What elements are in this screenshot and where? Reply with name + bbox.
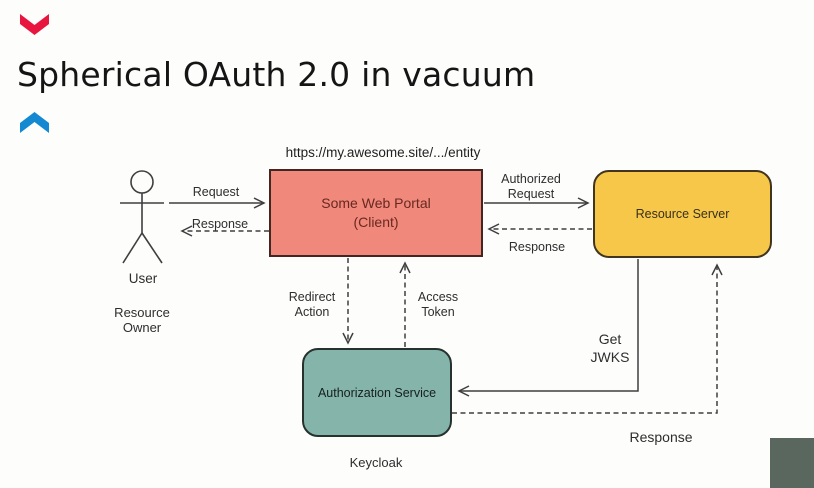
- chevron-down-icon: [20, 14, 49, 35]
- get-jwks-label: Get JWKS: [590, 331, 630, 365]
- resource-owner-label: Resource Owner: [114, 305, 170, 336]
- node-authorization-service: Authorization Service: [302, 348, 452, 437]
- response-to-rs-arrow: [452, 263, 723, 414]
- resource-server-label: Resource Server: [635, 207, 730, 221]
- node-resource-server: Resource Server: [593, 170, 772, 258]
- corner-overlay-square: [770, 438, 814, 488]
- keycloak-caption: Keycloak: [349, 455, 403, 470]
- redirect-action-label: Redirect Action: [288, 290, 336, 319]
- page-title: Spherical OAuth 2.0 in vacuum: [17, 55, 536, 94]
- node-web-portal: Some Web Portal (Client): [269, 169, 483, 257]
- response-to-user-label: Response: [191, 217, 249, 231]
- response-to-rs-label: Response: [629, 429, 693, 445]
- web-portal-label-line1: Some Web Portal: [321, 195, 431, 212]
- authorized-request-label: Authorized Request: [501, 172, 561, 201]
- user-actor-icon: [120, 170, 164, 264]
- access-token-label: Access Token: [417, 290, 459, 319]
- get-jwks-arrow: [457, 259, 639, 397]
- portal-url-label: https://my.awesome.site/.../entity: [285, 145, 481, 160]
- request-label: Request: [192, 185, 240, 199]
- chevron-up-icon: [20, 112, 49, 133]
- user-label: User: [128, 271, 158, 286]
- web-portal-label-line2: (Client): [353, 214, 399, 230]
- response-to-portal-label: Response: [508, 240, 566, 254]
- authorization-service-label: Authorization Service: [317, 385, 437, 400]
